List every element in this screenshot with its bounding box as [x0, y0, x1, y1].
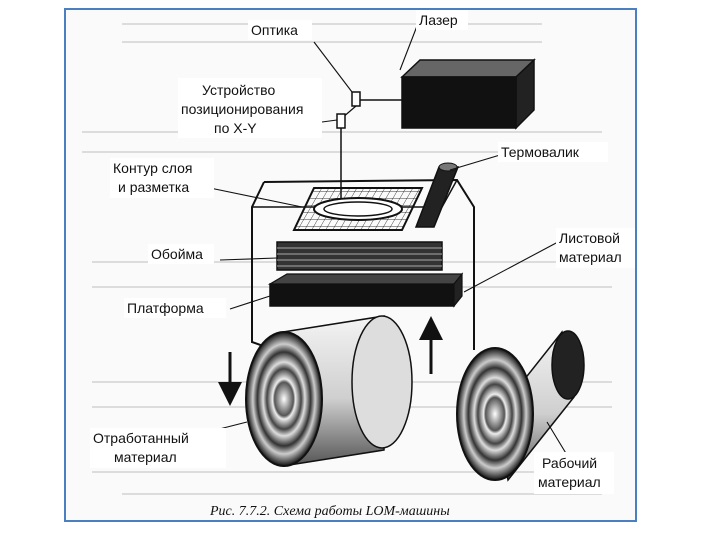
- label-holder: Обойма: [151, 246, 203, 262]
- label-sheet-material-line-1: Листовой: [559, 230, 620, 246]
- label-laser: Лазер: [419, 12, 458, 28]
- lom-machine-diagram: Оптика Лазер Устройство позиционирования…: [82, 10, 635, 520]
- part-stack-holder: [276, 241, 443, 271]
- thermo-roller: [414, 162, 460, 228]
- layer-contour-grid: [292, 187, 424, 231]
- label-positioner-line-3: по X-Y: [214, 120, 257, 136]
- label-sheet-material-line-2: материал: [559, 249, 622, 265]
- label-platform: Платформа: [127, 300, 204, 316]
- label-thermo-roller: Термовалик: [501, 144, 580, 160]
- label-working-material-line-2: материал: [538, 474, 601, 490]
- waste-roll: [245, 315, 413, 467]
- motion-arrows: [218, 316, 443, 406]
- label-positioner-line-2: позиционирования: [181, 101, 303, 117]
- working-roll: [456, 330, 585, 482]
- figure-frame: Оптика Лазер Устройство позиционирования…: [64, 8, 637, 522]
- label-layer-contour-line-2: и разметка: [118, 179, 189, 195]
- optics-lens-icon: [336, 113, 346, 129]
- label-waste-material-line-2: материал: [114, 449, 177, 465]
- label-waste-material-line-1: Отработанный: [93, 430, 189, 446]
- figure-caption: Рис. 7.7.2. Схема работы LOM-машины: [209, 504, 450, 519]
- label-working-material-line-1: Рабочий: [542, 455, 597, 471]
- positioning-device: [336, 91, 402, 198]
- label-optics: Оптика: [251, 22, 298, 38]
- label-group: Оптика Лазер Устройство позиционирования…: [90, 10, 635, 494]
- label-layer-contour-line-1: Контур слоя: [113, 160, 192, 176]
- optics-mirror-icon: [351, 91, 361, 107]
- platform: [267, 272, 464, 308]
- laser-unit: [400, 58, 536, 130]
- label-positioner-line-1: Устройство: [202, 82, 275, 98]
